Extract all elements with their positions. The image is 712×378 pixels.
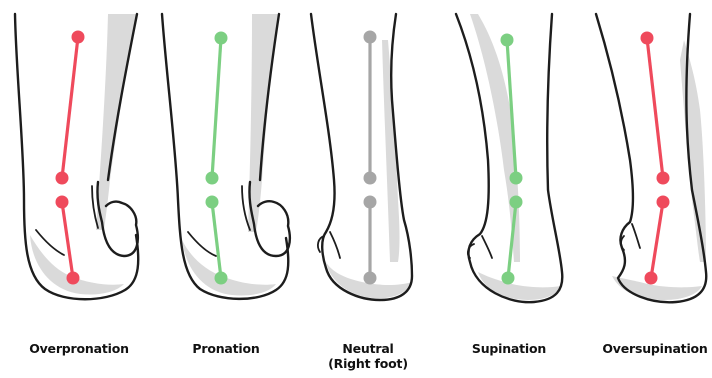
oversupination-label: Oversupination <box>580 341 712 356</box>
pronation-label: Pronation <box>151 341 301 356</box>
pronation-foot <box>162 14 290 299</box>
supination-caption: Supination <box>434 341 584 356</box>
neutral-label: Neutral <box>293 341 443 356</box>
supination-foot <box>456 14 562 302</box>
overpronation-label: Overpronation <box>4 341 154 356</box>
overpronation-caption: Overpronation <box>4 341 154 356</box>
neutral-sublabel: (Right foot) <box>293 356 443 371</box>
pronation-caption: Pronation <box>151 341 301 356</box>
neutral-caption: Neutral (Right foot) <box>293 341 443 371</box>
oversupination-foot <box>596 14 706 302</box>
neutral-foot <box>311 14 412 300</box>
overpronation-foot <box>15 14 138 299</box>
oversupination-caption: Oversupination <box>580 341 712 356</box>
supination-label: Supination <box>434 341 584 356</box>
